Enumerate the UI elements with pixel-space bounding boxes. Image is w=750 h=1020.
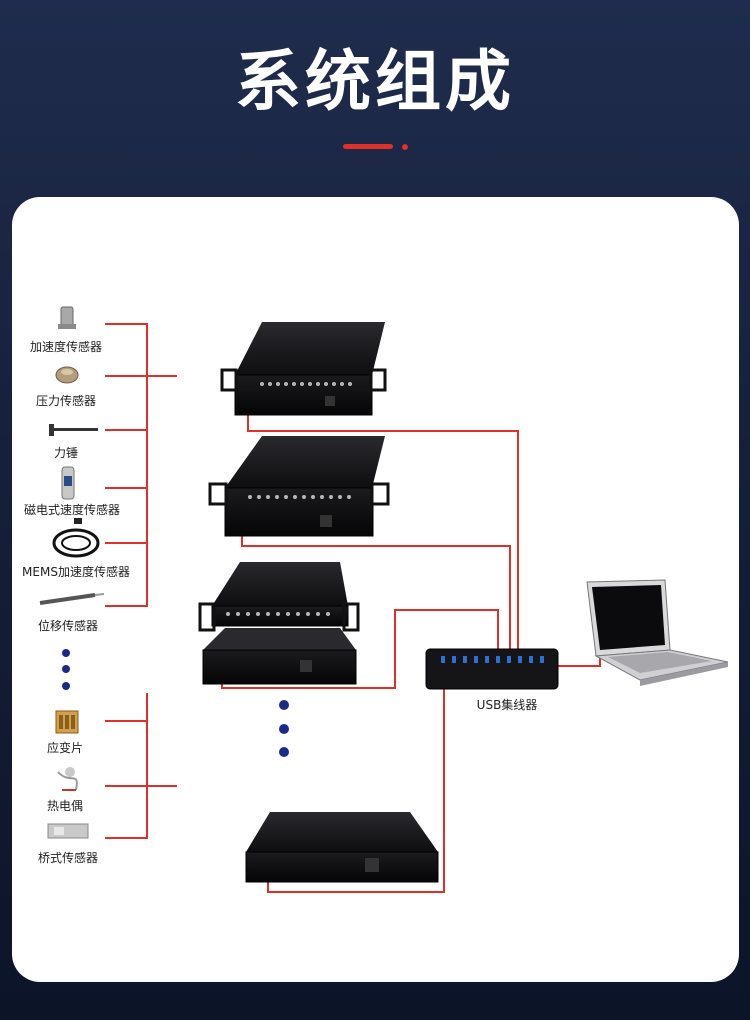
acquisition-unit-4 (245, 812, 439, 883)
sensor-label-velocity: 磁电式速度传感器 (24, 502, 120, 517)
sensor-label-hammer: 力锤 (54, 445, 78, 460)
sensor-label-pressure: 压力传感器 (36, 393, 96, 408)
acquisition-unit-2 (208, 436, 390, 537)
sensor-velocity-icon (61, 466, 75, 500)
sensor-label-strain: 应变片 (47, 740, 83, 755)
sensor-label-mems: MEMS加速度传感器 (22, 564, 130, 579)
acquisition-unit-1 (220, 322, 387, 416)
sensor-label-displacement: 位移传感器 (38, 618, 98, 633)
sensor-accelerometer-icon (58, 306, 76, 329)
page-title: 系统组成 (235, 43, 515, 120)
laptop-icon (586, 579, 729, 686)
sensor-displacement-icon (39, 593, 105, 605)
sensor-label-thermocouple: 热电偶 (47, 799, 83, 813)
sensor-strain-gauge-icon (55, 710, 79, 734)
hub-label: USB集线器 (477, 697, 538, 712)
ellipsis-dot (279, 724, 289, 734)
ellipsis-dot (279, 747, 289, 757)
acquisition-unit-3 (198, 562, 360, 685)
sensor-thermocouple-icon (57, 767, 78, 791)
ellipsis-dot (62, 649, 70, 657)
usb-hub (425, 648, 559, 690)
sensor-bridge-icon (47, 823, 89, 839)
ellipsis-dot (62, 665, 70, 673)
wiring (105, 323, 601, 893)
sensor-mems-icon (52, 518, 100, 558)
ellipsis-dot (62, 682, 70, 690)
title-underline (343, 144, 393, 149)
ellipsis-dot (279, 700, 289, 710)
sensor-hammer-icon (49, 424, 98, 436)
sensor-label-accelerometer: 加速度传感器 (30, 339, 102, 354)
sensor-pressure-icon (55, 366, 79, 384)
sensor-label-bridge: 桥式传感器 (38, 850, 98, 865)
title-underline-dot (402, 144, 408, 150)
